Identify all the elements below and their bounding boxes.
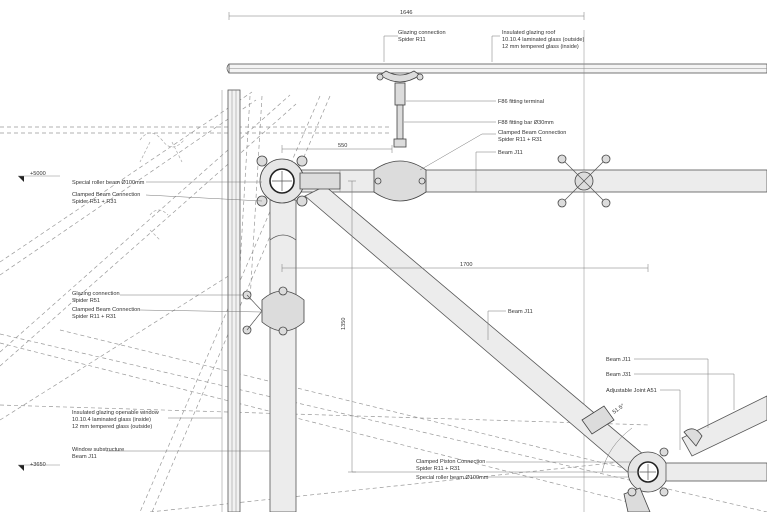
window-frame [221, 30, 585, 512]
dim-1350-text: 1350 [341, 318, 347, 330]
label-window-2: 10.10.4 laminated glass (inside) [72, 417, 151, 423]
label-glazing-conn-top-1: Glazing connection [398, 30, 446, 36]
label-roof-1: Insulated glazing roof [502, 30, 556, 36]
roller-node-bottom [623, 395, 767, 512]
dimension-1700: 1700 [281, 262, 649, 272]
angle-text: 51.5° [612, 403, 626, 415]
label-clamped-r11-top-1: Clamped Beam Connection [498, 130, 566, 136]
dimension-550: 550 [281, 143, 393, 153]
level-markers: +5000 +3650 [18, 171, 60, 471]
dim-1646-text: 1646 [400, 10, 412, 16]
label-piston-2: Spider R11 + R31 [416, 466, 460, 472]
label-clamped-r51-1: Clamped Beam Connection [72, 192, 140, 198]
label-f88-bar: F88 fitting bar Ø30mm [498, 120, 554, 126]
label-beam-j11-mid: Beam J11 [508, 309, 533, 315]
label-window-sub-1: Window substructure [72, 447, 124, 453]
label-glazing-r51-2: Spider R51 [72, 298, 100, 304]
label-glazing-r51-1: Glazing connection [72, 291, 120, 297]
label-piston-1: Clamped Piston Connection [416, 459, 485, 465]
label-window-sub-2: Beam J11 [72, 454, 97, 460]
label-window-3: 12 mm tempered glass (outside) [72, 424, 152, 430]
beam-column-left [269, 199, 297, 512]
label-special-roller-bottom: Special roller beam Ø100mm [416, 475, 489, 481]
label-clamped-r11-mid-2: Spider R11 + R31 [72, 314, 116, 320]
level-5000-text: +5000 [30, 171, 46, 177]
dim-1700-text: 1700 [460, 262, 472, 268]
label-clamped-r11-top-2: Spider R11 + R31 [498, 137, 542, 143]
beam-diagonal [304, 185, 651, 475]
label-window-1: Insulated glazing openable window [72, 410, 160, 416]
label-roof-2: 10.10.4 laminated glass (outside) [502, 37, 585, 43]
roof-spider-assembly [376, 70, 424, 148]
spider-right [557, 154, 611, 208]
dim-550-text: 550 [338, 143, 347, 149]
dimension-1350: 1350 [341, 180, 648, 473]
label-beam-j11-right: Beam J11 [606, 357, 631, 363]
roof-glazing [226, 63, 767, 74]
label-roof-3: 12 mm tempered glass (inside) [502, 44, 579, 50]
label-clamped-r11-mid-1: Clamped Beam Connection [72, 307, 140, 313]
label-special-roller-left: Special roller beam Ø100mm [72, 180, 145, 186]
label-adjustable-a51: Adjustable Joint A51 [606, 388, 657, 394]
label-beam-j31-right: Beam J31 [606, 372, 631, 378]
annotation-labels: Glazing connection Spider R11 Insulated … [72, 30, 657, 481]
spider-r51 [242, 286, 305, 336]
label-glazing-conn-top-2: Spider R11 [398, 37, 426, 43]
leader-lines [106, 35, 735, 478]
roller-node-top [256, 155, 341, 207]
label-f86-terminal: F86 fitting terminal [498, 99, 544, 105]
label-clamped-r51-2: Spider R51 + R31 [72, 199, 117, 205]
label-beam-j11-top: Beam J11 [498, 150, 523, 156]
dimension-1646: 1646 [228, 10, 585, 20]
beam-j11-horizontal [299, 160, 767, 202]
